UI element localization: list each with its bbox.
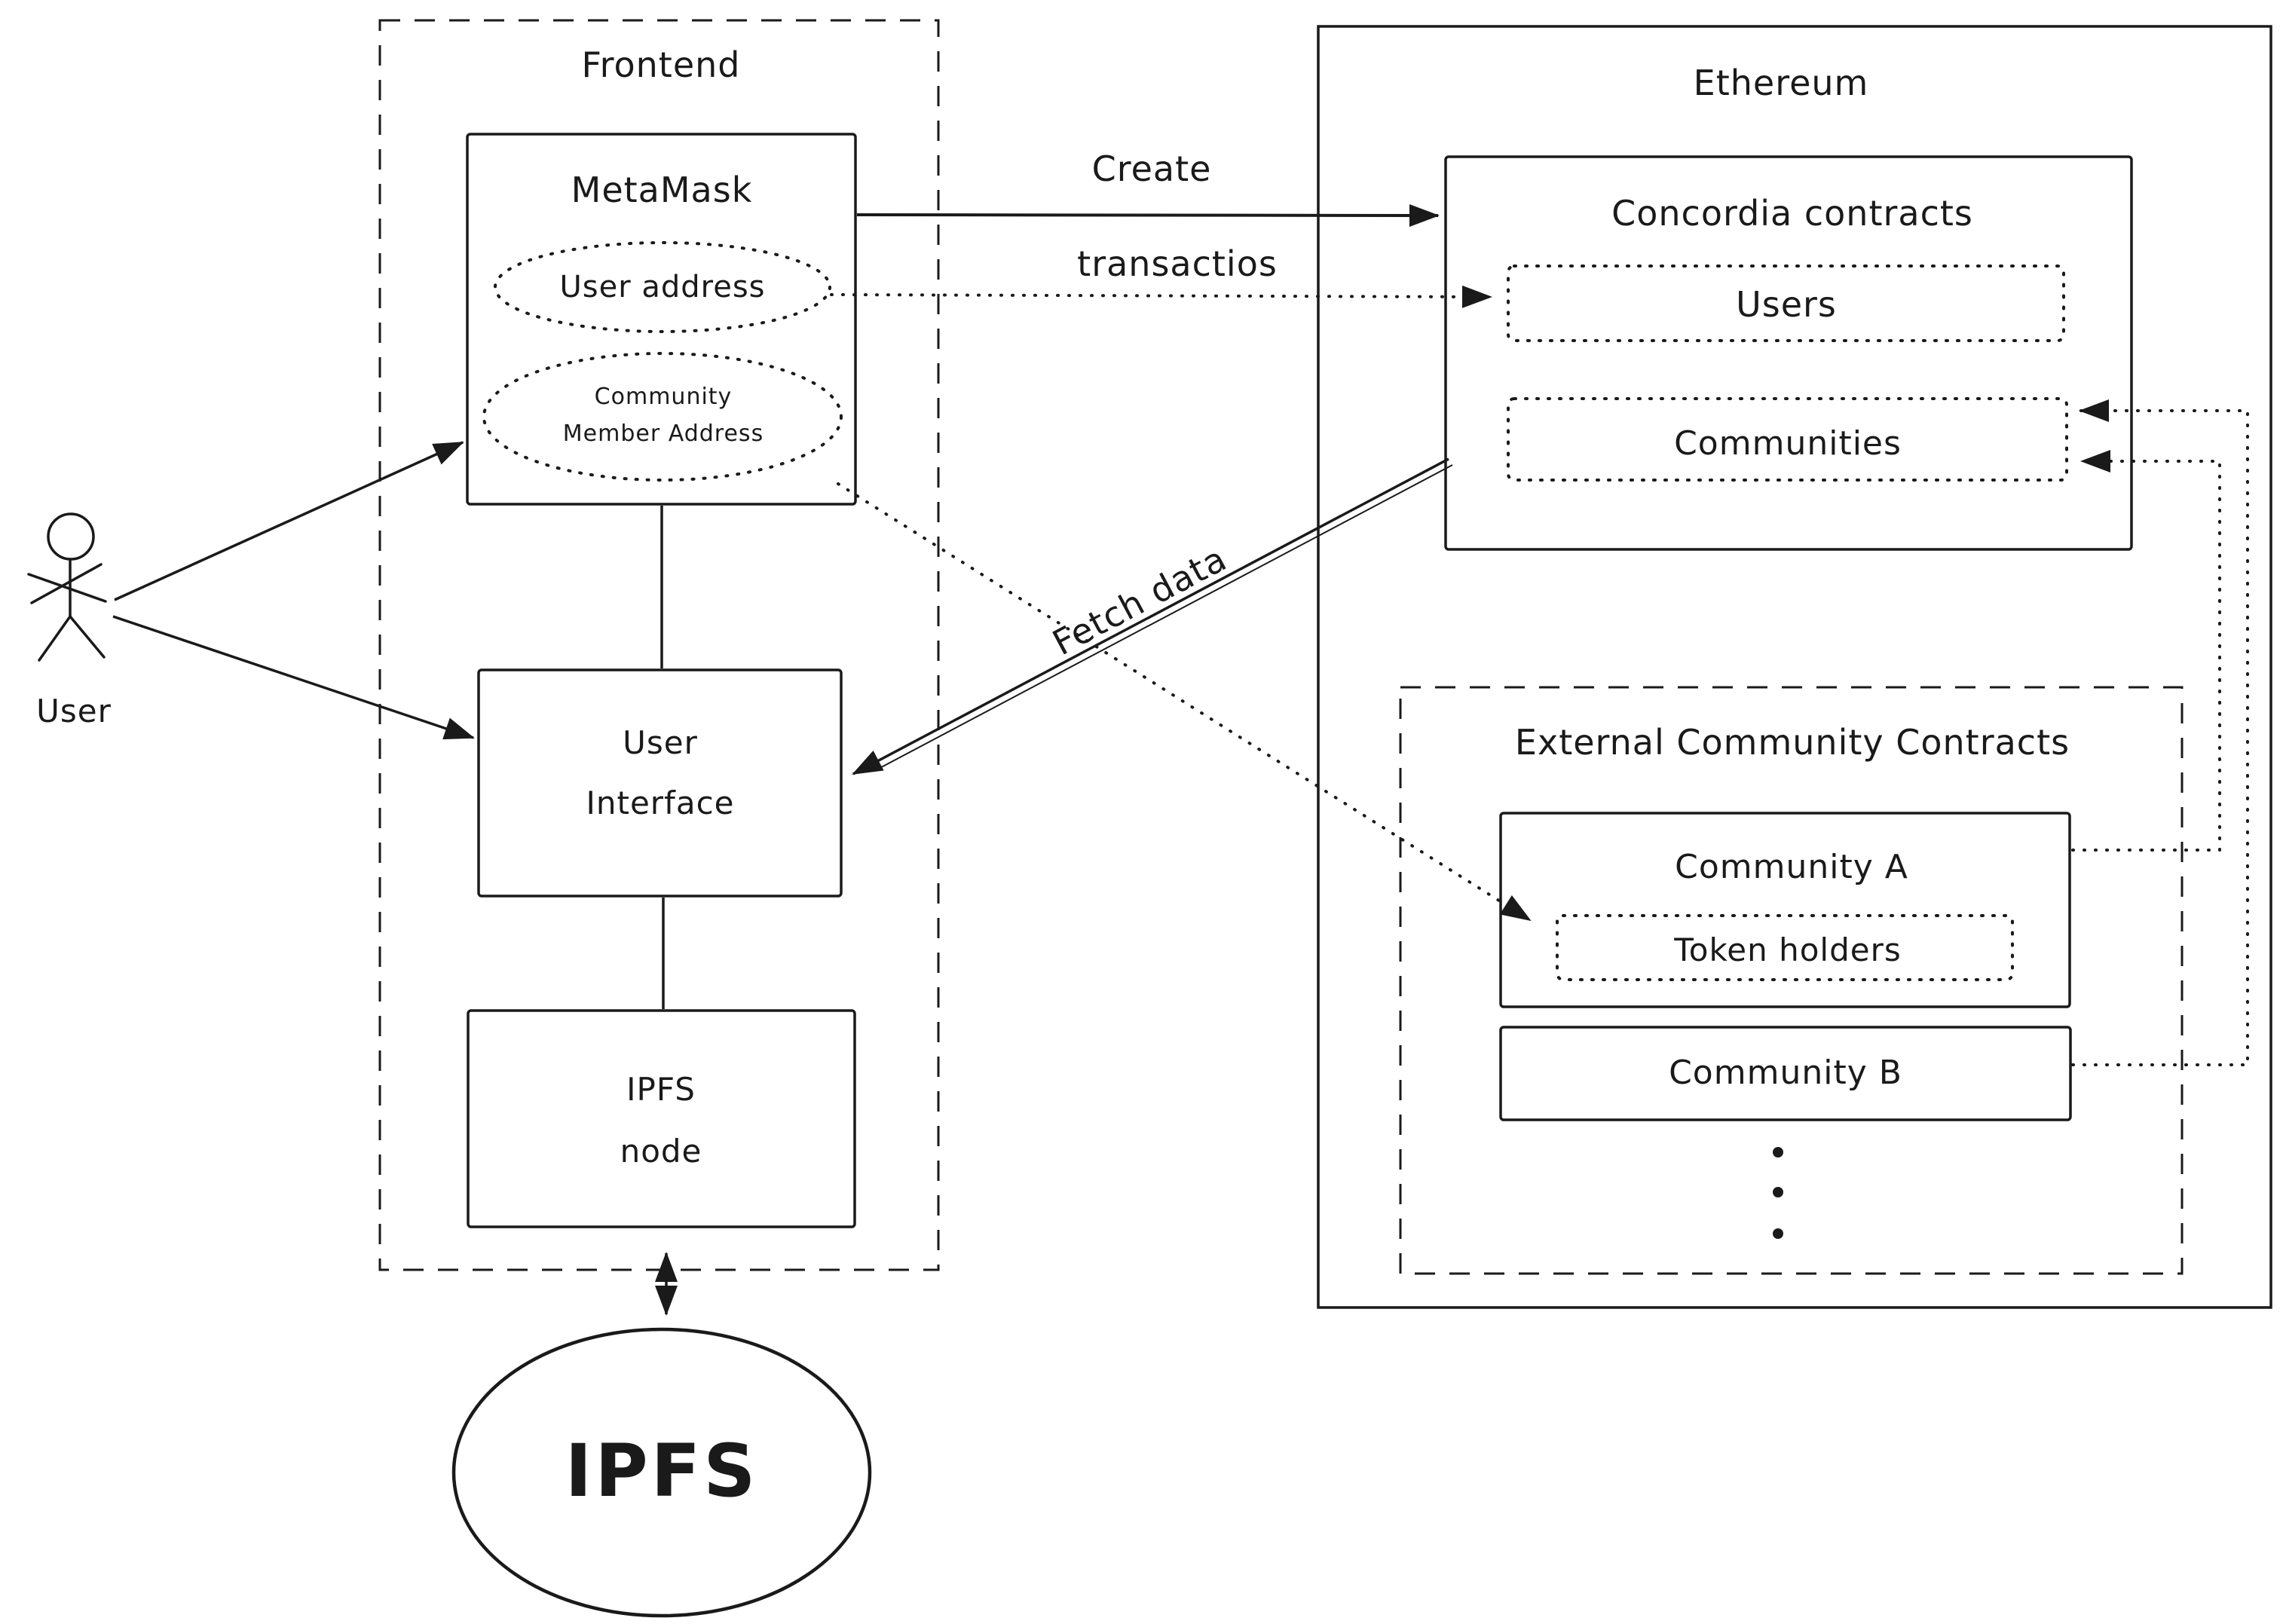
more-communities-dots [1773,1147,1783,1239]
community-member-address-ellipse [482,352,843,482]
arrow-user-to-metamask [114,441,464,601]
user-address-label: User address [559,270,766,304]
create-transactions-label-line1: Create [1091,148,1212,189]
user-actor-label: User [36,693,112,729]
arrow-fetch-data-echo [874,464,1453,772]
ipfs-ellipse [451,1327,872,1618]
connector-community-a-to-communities [2071,450,2221,852]
community-b-box [1499,1026,2072,1121]
token-holders-box [1556,914,2014,981]
concordia-contracts-box [1444,155,2133,551]
metamask-title: MetaMask [571,170,753,210]
user-stick-figure [27,512,107,662]
community-a-label: Community A [1675,848,1908,886]
token-holders-label: Token holders [1674,931,1902,968]
arrow-fetch-data [852,457,1449,775]
user-interface-box [477,668,843,898]
arrow-user-address-to-users [830,285,1492,308]
external-community-contracts-title: External Community Contracts [1514,722,2070,763]
arrow-user-to-user-interface [112,615,475,740]
external-community-contracts-box [1399,686,2184,1275]
communities-label: Communities [1674,424,1902,463]
ethereum-title: Ethereum [1693,63,1869,103]
arrow-create-transactions [856,203,1440,227]
create-transactions-label-line2: transactios [1077,243,1278,284]
ethereum-box [1317,25,2272,1309]
stick-figure-head [47,512,95,561]
ipfs-node-box [467,1009,856,1228]
user-interface-label-line2: Interface [586,784,735,821]
community-b-label: Community B [1669,1054,1902,1092]
user-interface-label-line1: User [623,724,698,761]
communities-box [1507,397,2068,482]
metamask-box [466,133,857,506]
ipfs-label: IPFS [565,1429,759,1513]
arrow-member-address-to-token-holders [837,482,1532,922]
frontend-title: Frontend [581,44,741,85]
connector-community-b-to-communities [2071,399,2249,1066]
community-a-box [1499,812,2071,1008]
ipfs-node-label-line1: IPFS [626,1071,696,1108]
user-address-ellipse [494,241,831,333]
users-label: Users [1736,284,1837,325]
ipfs-node-label-line2: node [620,1133,702,1170]
community-member-address-label-line2: Member Address [562,421,764,447]
community-member-address-label-line1: Community [594,384,733,410]
concordia-contracts-title: Concordia contracts [1611,193,1973,234]
users-box [1507,265,2065,342]
